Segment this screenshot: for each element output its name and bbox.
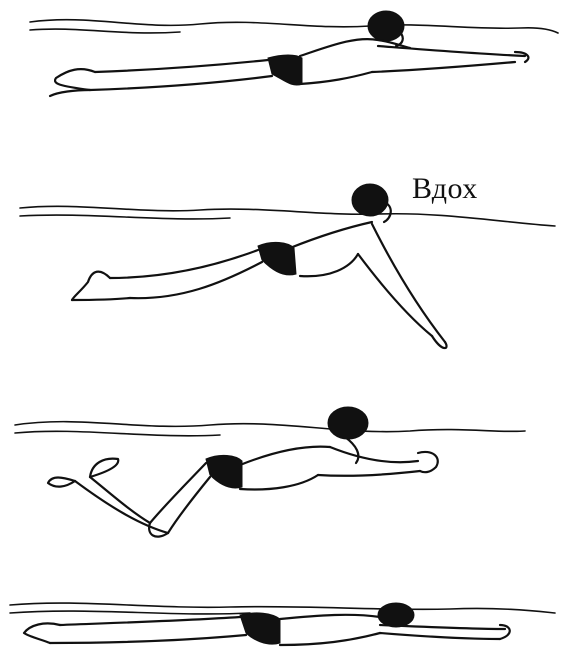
arm bbox=[378, 46, 525, 56]
arm bbox=[380, 633, 500, 639]
hand bbox=[515, 52, 528, 62]
arm bbox=[372, 224, 445, 342]
swim-cap bbox=[378, 603, 414, 627]
water-line bbox=[15, 431, 220, 436]
swim-cap bbox=[352, 184, 388, 216]
swim-trunks bbox=[206, 455, 242, 488]
foot bbox=[24, 623, 60, 643]
foot bbox=[90, 459, 118, 477]
foot bbox=[55, 69, 95, 90]
torso-under bbox=[300, 254, 358, 276]
swim-cap bbox=[328, 407, 368, 439]
foot bbox=[72, 272, 110, 300]
hand bbox=[432, 336, 447, 348]
torso-under bbox=[240, 475, 318, 489]
arm bbox=[372, 62, 515, 72]
swim-trunks bbox=[258, 242, 296, 275]
phase-inhale-figure: Вдох bbox=[0, 150, 564, 370]
torso-under bbox=[280, 633, 380, 645]
water-line bbox=[10, 611, 250, 614]
leg bbox=[95, 60, 268, 72]
torso bbox=[280, 615, 380, 619]
torso bbox=[240, 447, 330, 465]
water-line bbox=[15, 422, 525, 432]
torso-under bbox=[300, 72, 372, 84]
hand bbox=[418, 452, 438, 472]
arm bbox=[330, 447, 418, 462]
foot bbox=[50, 90, 90, 96]
leg bbox=[50, 635, 246, 643]
phase-glide-return-figure bbox=[0, 585, 564, 659]
phase-glide-figure bbox=[0, 0, 564, 130]
swimmer-inhale-drawing bbox=[0, 150, 564, 370]
leg bbox=[60, 617, 240, 625]
shin bbox=[90, 477, 150, 523]
swimmer-glide-return-drawing bbox=[0, 585, 564, 659]
water-line bbox=[30, 29, 180, 33]
phase-pull-kick-figure bbox=[0, 395, 564, 565]
swim-trunks bbox=[268, 55, 302, 85]
hand bbox=[500, 625, 510, 639]
inhale-label: Вдох bbox=[412, 172, 478, 206]
torso bbox=[290, 222, 372, 248]
swim-trunks bbox=[240, 613, 280, 644]
thigh bbox=[168, 477, 210, 533]
swimmer-glide-drawing bbox=[0, 0, 564, 130]
arm bbox=[318, 471, 420, 476]
foot bbox=[48, 478, 75, 487]
leg bbox=[90, 76, 272, 90]
foot bbox=[72, 298, 130, 300]
swim-cap bbox=[368, 11, 404, 41]
swimmer-pull-kick-drawing bbox=[0, 395, 564, 565]
face bbox=[345, 437, 358, 463]
water-line bbox=[20, 215, 230, 219]
shin bbox=[75, 481, 168, 533]
